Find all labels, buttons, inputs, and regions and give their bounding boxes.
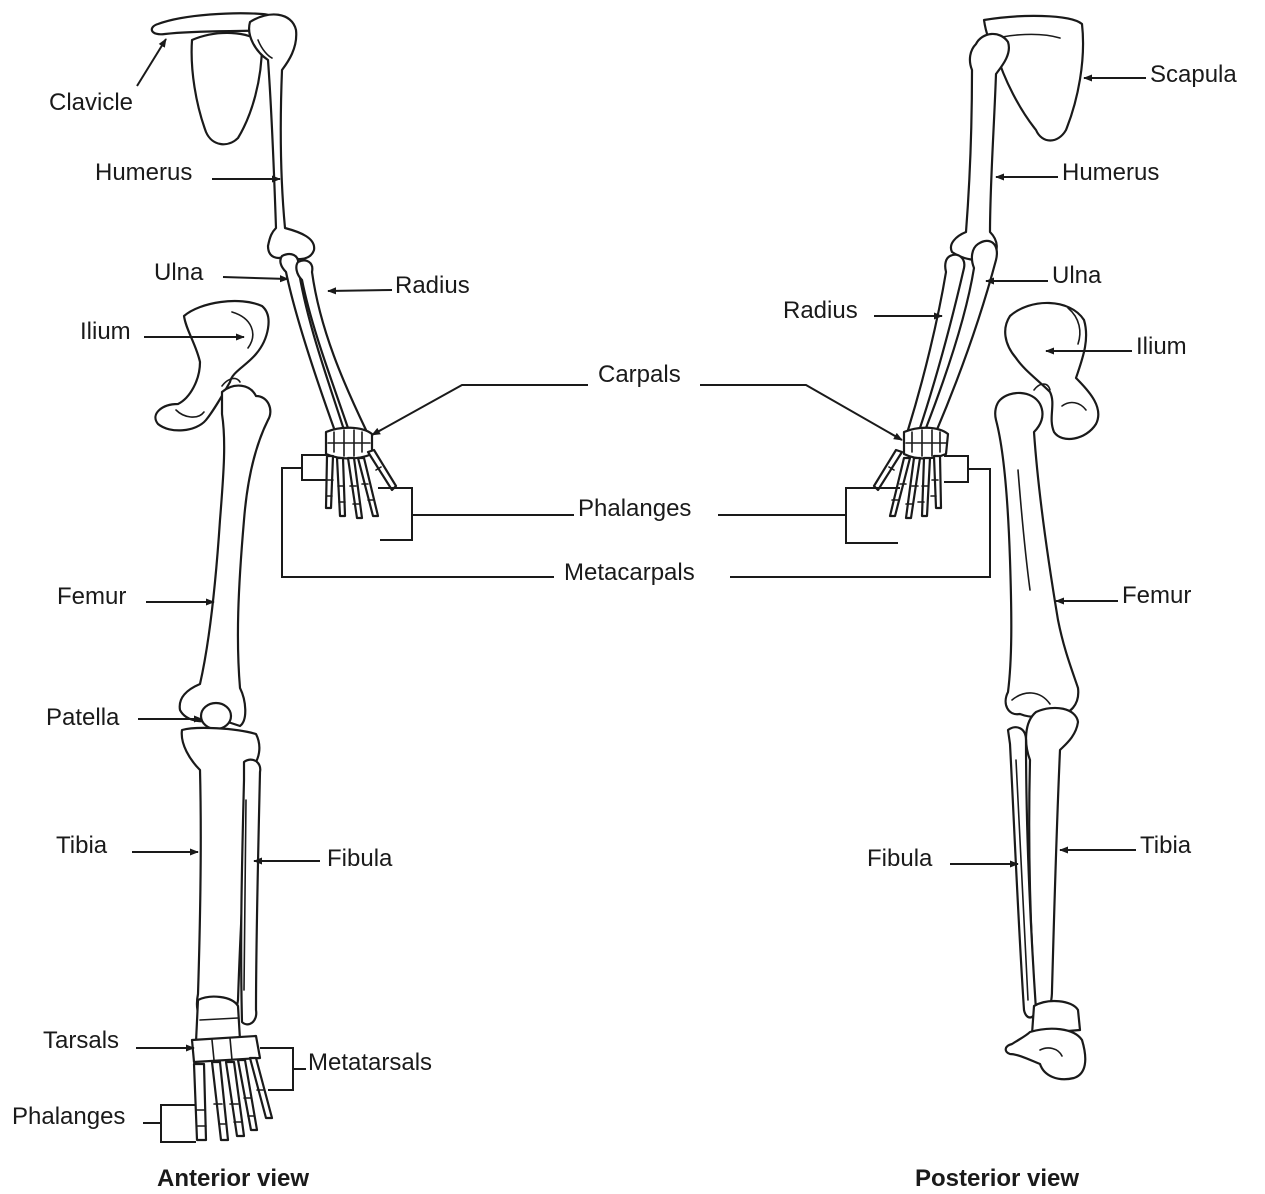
label-ulna-posterior: Ulna bbox=[1052, 262, 1102, 289]
label-clavicle: Clavicle bbox=[49, 89, 133, 116]
label-tibia-posterior: Tibia bbox=[1140, 832, 1192, 859]
label-leaders bbox=[132, 39, 1146, 1048]
center-labels: Carpals Phalanges Metacarpals bbox=[564, 361, 695, 586]
label-patella: Patella bbox=[46, 704, 120, 731]
label-scapula: Scapula bbox=[1150, 61, 1237, 88]
label-humerus-posterior: Humerus bbox=[1062, 159, 1159, 186]
label-tarsals: Tarsals bbox=[43, 1027, 119, 1054]
caption-posterior-view: Posterior view bbox=[915, 1165, 1079, 1192]
anterior-femur bbox=[180, 386, 271, 726]
label-radius-anterior: Radius bbox=[395, 272, 470, 299]
caption-anterior-view: Anterior view bbox=[157, 1165, 309, 1192]
label-femur-posterior: Femur bbox=[1122, 582, 1191, 609]
label-femur-anterior: Femur bbox=[57, 583, 126, 610]
label-ulna-anterior: Ulna bbox=[154, 259, 204, 286]
label-ilium-anterior: Ilium bbox=[80, 318, 131, 345]
posterior-foot bbox=[1006, 1001, 1086, 1079]
anterior-patella bbox=[201, 703, 231, 729]
posterior-humerus bbox=[951, 34, 1009, 260]
posterior-femur bbox=[995, 393, 1078, 717]
label-carpals: Carpals bbox=[598, 361, 681, 388]
label-metacarpals: Metacarpals bbox=[564, 559, 695, 586]
anterior-hand bbox=[326, 428, 396, 518]
label-tibia-anterior: Tibia bbox=[56, 832, 108, 859]
label-fibula-anterior: Fibula bbox=[327, 845, 393, 872]
label-humerus-anterior: Humerus bbox=[95, 159, 192, 186]
label-metatarsals: Metatarsals bbox=[308, 1049, 432, 1076]
anterior-foot bbox=[192, 997, 272, 1140]
posterior-hand bbox=[874, 428, 948, 518]
label-radius-posterior: Radius bbox=[783, 297, 858, 324]
label-fibula-posterior: Fibula bbox=[867, 845, 933, 872]
anterior-humerus bbox=[249, 14, 314, 259]
label-phalanges-hand: Phalanges bbox=[578, 495, 691, 522]
label-phalanges-foot: Phalanges bbox=[12, 1103, 125, 1130]
view-captions: Anterior view Posterior view bbox=[157, 1165, 1079, 1192]
label-ilium-posterior: Ilium bbox=[1136, 333, 1187, 360]
anterior-scapula bbox=[192, 33, 262, 144]
